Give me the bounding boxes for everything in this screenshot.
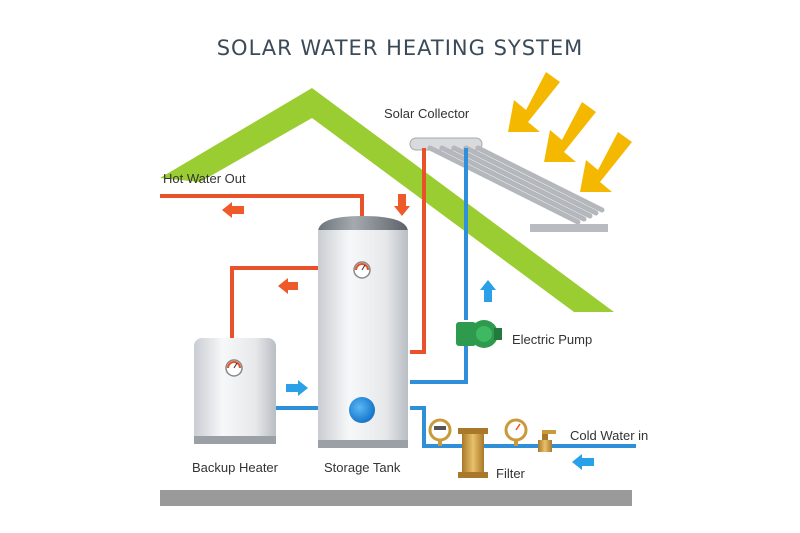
backup-heater-label: Backup Heater: [192, 460, 278, 475]
hot-water-out-pipe: [160, 194, 364, 216]
plumbing-fittings: [428, 418, 556, 478]
tank-to-pump-pipe: [410, 340, 468, 384]
backup-heater: [194, 338, 276, 444]
collector-tube: [427, 145, 581, 225]
tank-to-backup-pipe: [230, 266, 318, 340]
to-tank-arrow: [286, 380, 308, 396]
filter: [462, 428, 484, 478]
tank-window: [349, 397, 375, 423]
cold-water-in-label: Cold Water in: [570, 428, 649, 443]
electric-pump: [456, 320, 502, 348]
hot-out-arrow: [222, 202, 244, 218]
hot-water-out-label: Hot Water Out: [163, 171, 246, 186]
roof: [160, 88, 614, 312]
heater-base: [194, 436, 276, 444]
cold-in-arrow: [572, 454, 594, 470]
pump-up-arrow: [480, 280, 496, 302]
tank-base: [318, 440, 408, 448]
cold-pipes: [276, 148, 636, 448]
filter-label: Filter: [496, 466, 525, 481]
sun-arrow: [544, 102, 596, 162]
storage-tank-label: Storage Tank: [324, 460, 401, 475]
sun-arrow: [508, 72, 560, 132]
tank-cap: [318, 216, 408, 232]
to-backup-arrow: [278, 278, 298, 294]
inlet-valve: [538, 440, 552, 452]
collector-tube: [475, 145, 605, 213]
flow-arrows: [222, 194, 594, 470]
solar-collector: [409, 137, 608, 232]
heater-body: [194, 338, 276, 442]
sunlight-arrows: [508, 72, 632, 192]
collector-base: [530, 224, 608, 232]
solar-collector-label: Solar Collector: [384, 106, 470, 121]
hot-pipes: [160, 148, 426, 354]
hot-down-arrow: [394, 194, 410, 216]
cold-water-in-pipe: [410, 406, 636, 448]
storage-tank: [318, 216, 408, 448]
electric-pump-label: Electric Pump: [512, 332, 593, 347]
sun-arrow: [580, 132, 632, 192]
collector-to-tank-pipe: [410, 148, 426, 354]
collector-tube: [451, 145, 593, 219]
collector-tube: [463, 145, 599, 216]
diagram-title: SOLAR WATER HEATING SYSTEM: [216, 36, 584, 60]
ground: [160, 490, 632, 506]
